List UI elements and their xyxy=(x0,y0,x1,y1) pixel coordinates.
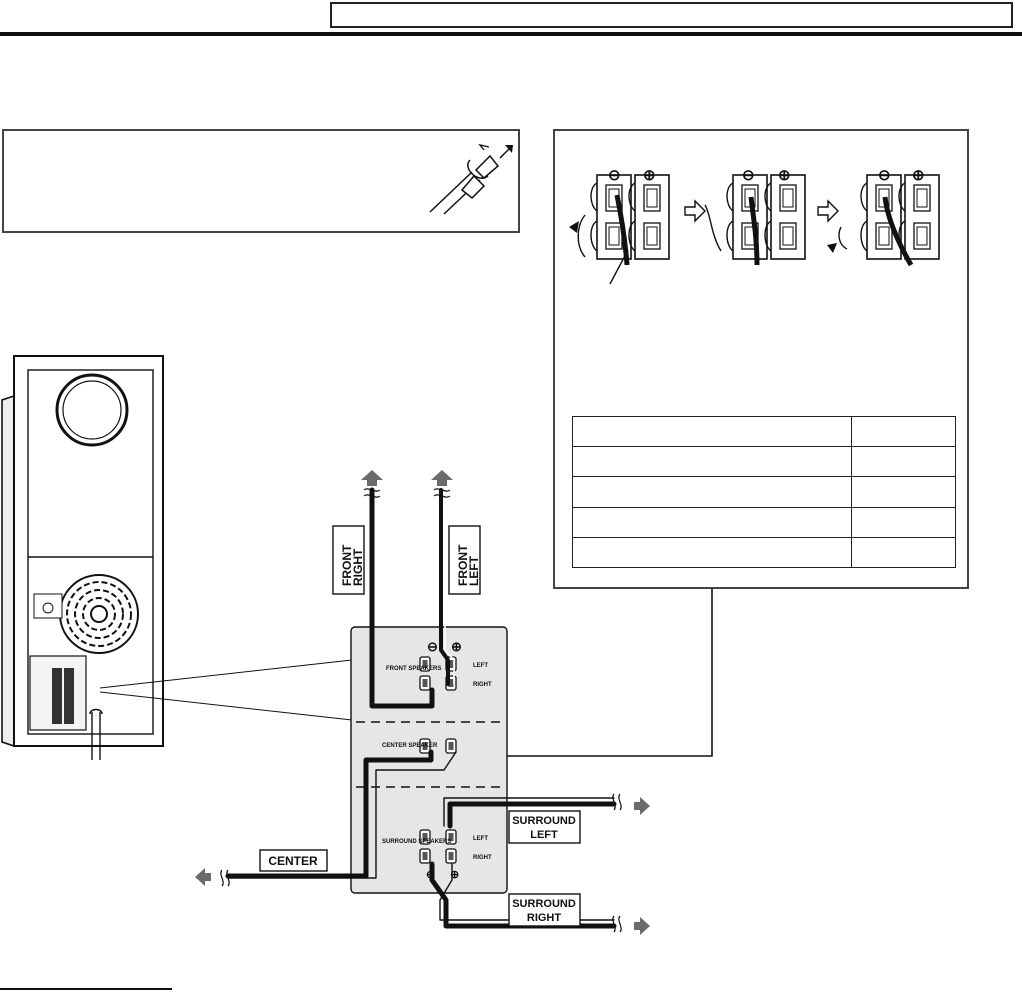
board-minus: ⊖ xyxy=(427,639,438,654)
svg-text:LEFT: LEFT xyxy=(530,829,558,841)
surround-speakers-label: SURROUND SPEAKERS xyxy=(382,839,451,845)
center-speaker-label: CENTER SPEAKER xyxy=(382,743,438,749)
header-title-box xyxy=(330,2,1013,28)
front-right-label: FRONT RIGHT xyxy=(332,525,365,595)
surround-left-terminal-label: LEFT xyxy=(473,836,488,842)
svg-text:SURROUND: SURROUND xyxy=(512,815,576,827)
speaker-direction-arrow-icon xyxy=(195,868,211,886)
surround-left-label: SURROUND LEFT xyxy=(508,810,581,844)
cord-preparation-panel xyxy=(2,129,520,233)
speaker-cables xyxy=(225,487,713,929)
svg-text:CENTER: CENTER xyxy=(268,854,318,868)
step2-minus: ⊖ xyxy=(742,167,755,184)
table-row xyxy=(572,536,956,569)
step3-plus: ⊕ xyxy=(912,167,925,184)
callout-line xyxy=(609,249,629,285)
surround-right-label: SURROUND RIGHT xyxy=(508,893,581,927)
terminal-step-2 xyxy=(704,174,806,266)
speaker-direction-arrow-icon xyxy=(634,917,650,935)
center-label: CENTER xyxy=(259,849,328,872)
cable-twist-icon xyxy=(429,143,513,215)
surround-right-terminal-label: RIGHT xyxy=(473,855,492,861)
front-left-label: FRONT LEFT xyxy=(448,525,481,595)
speaker-direction-arrow-icon xyxy=(634,797,650,815)
right-arrow-icon xyxy=(684,200,706,222)
board-minus-bottom: ⊖ xyxy=(426,869,435,881)
front-right-terminal-label: RIGHT xyxy=(473,682,492,688)
step3-minus: ⊖ xyxy=(878,167,891,184)
svg-text:FRONT: FRONT xyxy=(456,544,470,586)
speaker-direction-arrow-icon xyxy=(431,470,453,486)
terminal-step-1 xyxy=(569,174,670,266)
impedance-table xyxy=(572,415,956,569)
table-row xyxy=(572,506,956,538)
step1-minus: ⊖ xyxy=(608,167,621,184)
right-arrow-icon xyxy=(817,200,839,222)
svg-text:SURROUND: SURROUND xyxy=(512,898,576,910)
step2-plus: ⊕ xyxy=(778,167,791,184)
table-row xyxy=(572,476,956,508)
board-plus: ⊕ xyxy=(451,639,462,654)
front-left-terminal-label: LEFT xyxy=(473,663,488,669)
front-speakers-label: FRONT SPEAKERS xyxy=(386,666,441,672)
speaker-direction-arrow-icon xyxy=(361,470,383,486)
subwoofer-rear-panel xyxy=(1,355,353,760)
step1-plus: ⊕ xyxy=(643,167,656,184)
svg-text:RIGHT: RIGHT xyxy=(527,912,562,924)
header-rule xyxy=(0,32,1022,36)
table-row xyxy=(572,446,956,478)
terminal-step-3 xyxy=(827,174,940,267)
cable-break-marks xyxy=(220,488,622,933)
svg-text:FRONT: FRONT xyxy=(340,544,354,586)
svg-text:LEFT: LEFT xyxy=(467,555,481,586)
board-plus-bottom: ⊕ xyxy=(450,869,459,881)
svg-text:RIGHT: RIGHT xyxy=(351,548,365,586)
footer-rule xyxy=(0,988,172,990)
